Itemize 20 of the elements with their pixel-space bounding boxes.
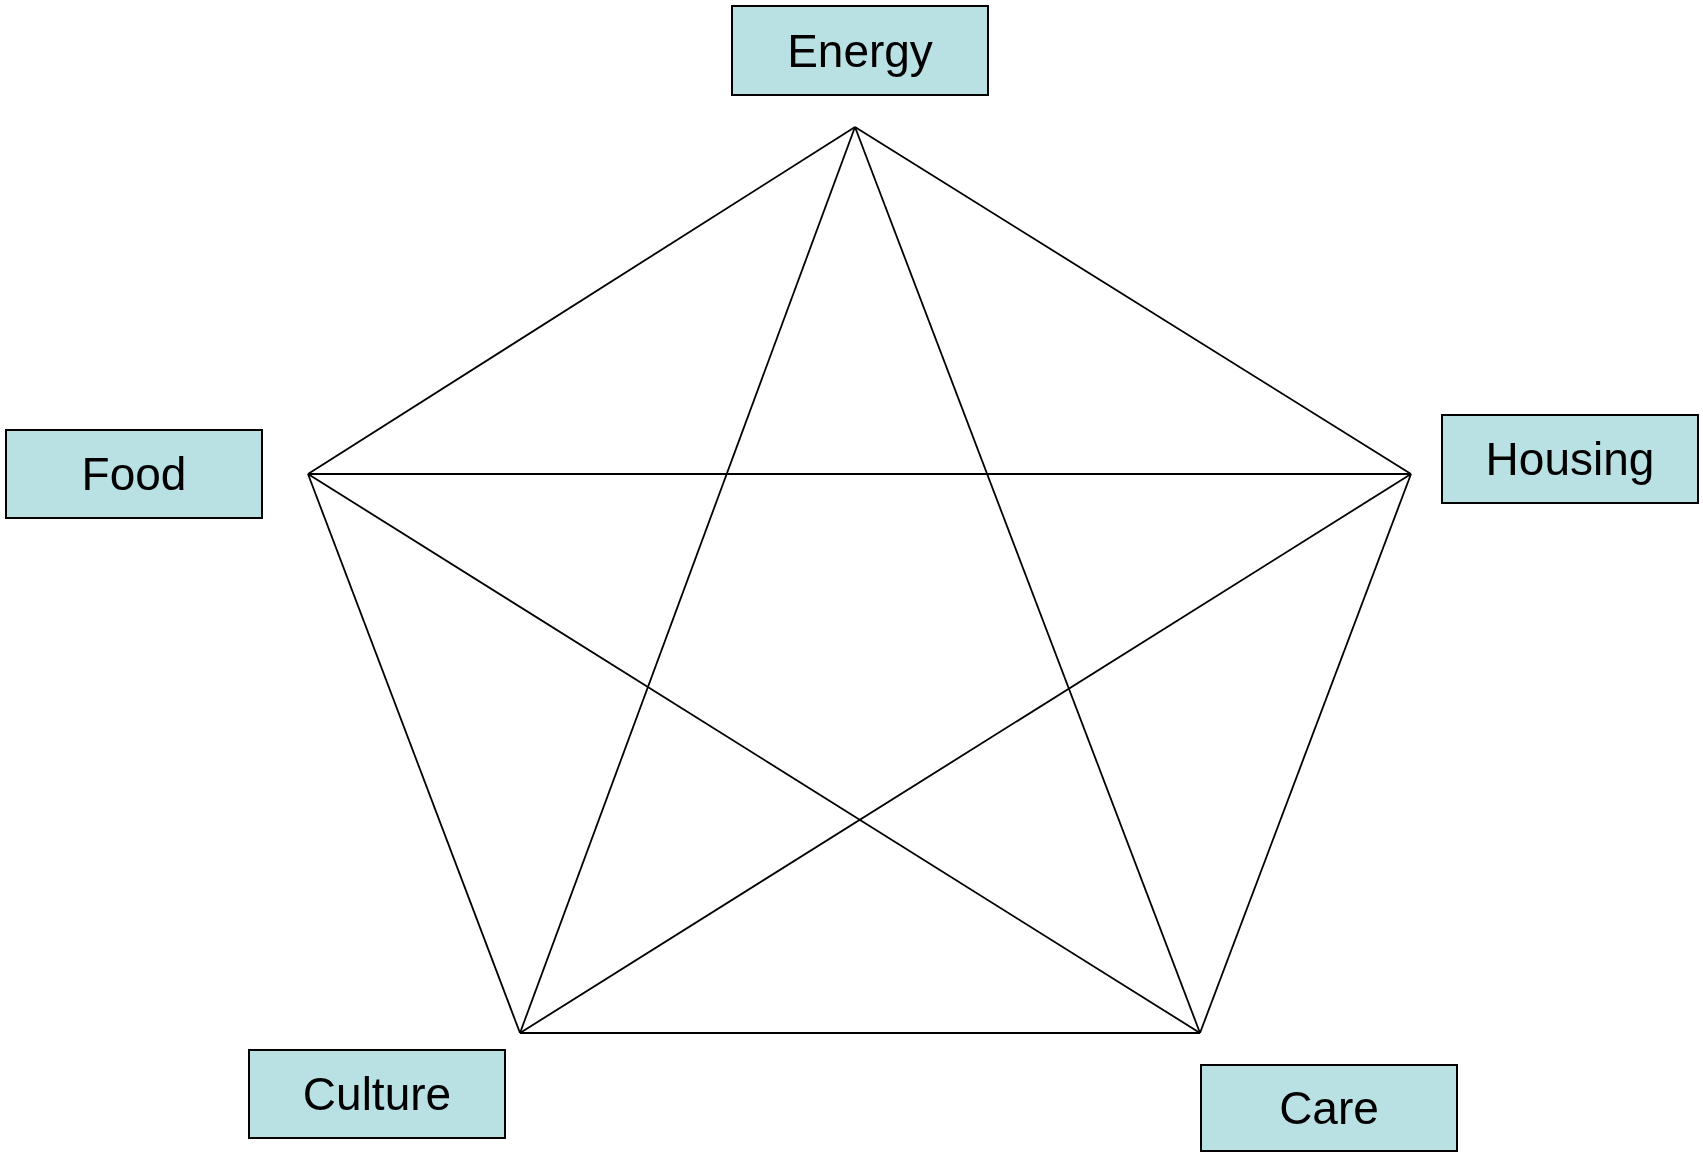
connector-line [519,126,856,1034]
node-label: Energy [787,23,933,78]
label-box [1200,1064,1458,1152]
label-box [5,429,263,519]
connector-line [307,126,856,475]
node-label: Housing [1485,432,1655,486]
connector-line [854,126,1412,475]
connector-line [307,473,1412,475]
connector-line [307,473,1201,1034]
node-label: Culture [302,1067,452,1121]
node-label: Care [1279,1081,1379,1135]
connector-line [519,1032,1201,1034]
label-box [1441,414,1699,504]
connector-line [1199,473,1412,1034]
connector-line [307,473,521,1034]
connector-line [519,473,1412,1034]
connector-line [854,126,1201,1034]
label-box [248,1049,506,1139]
label-box [731,5,989,96]
node-label: Food [81,447,187,501]
